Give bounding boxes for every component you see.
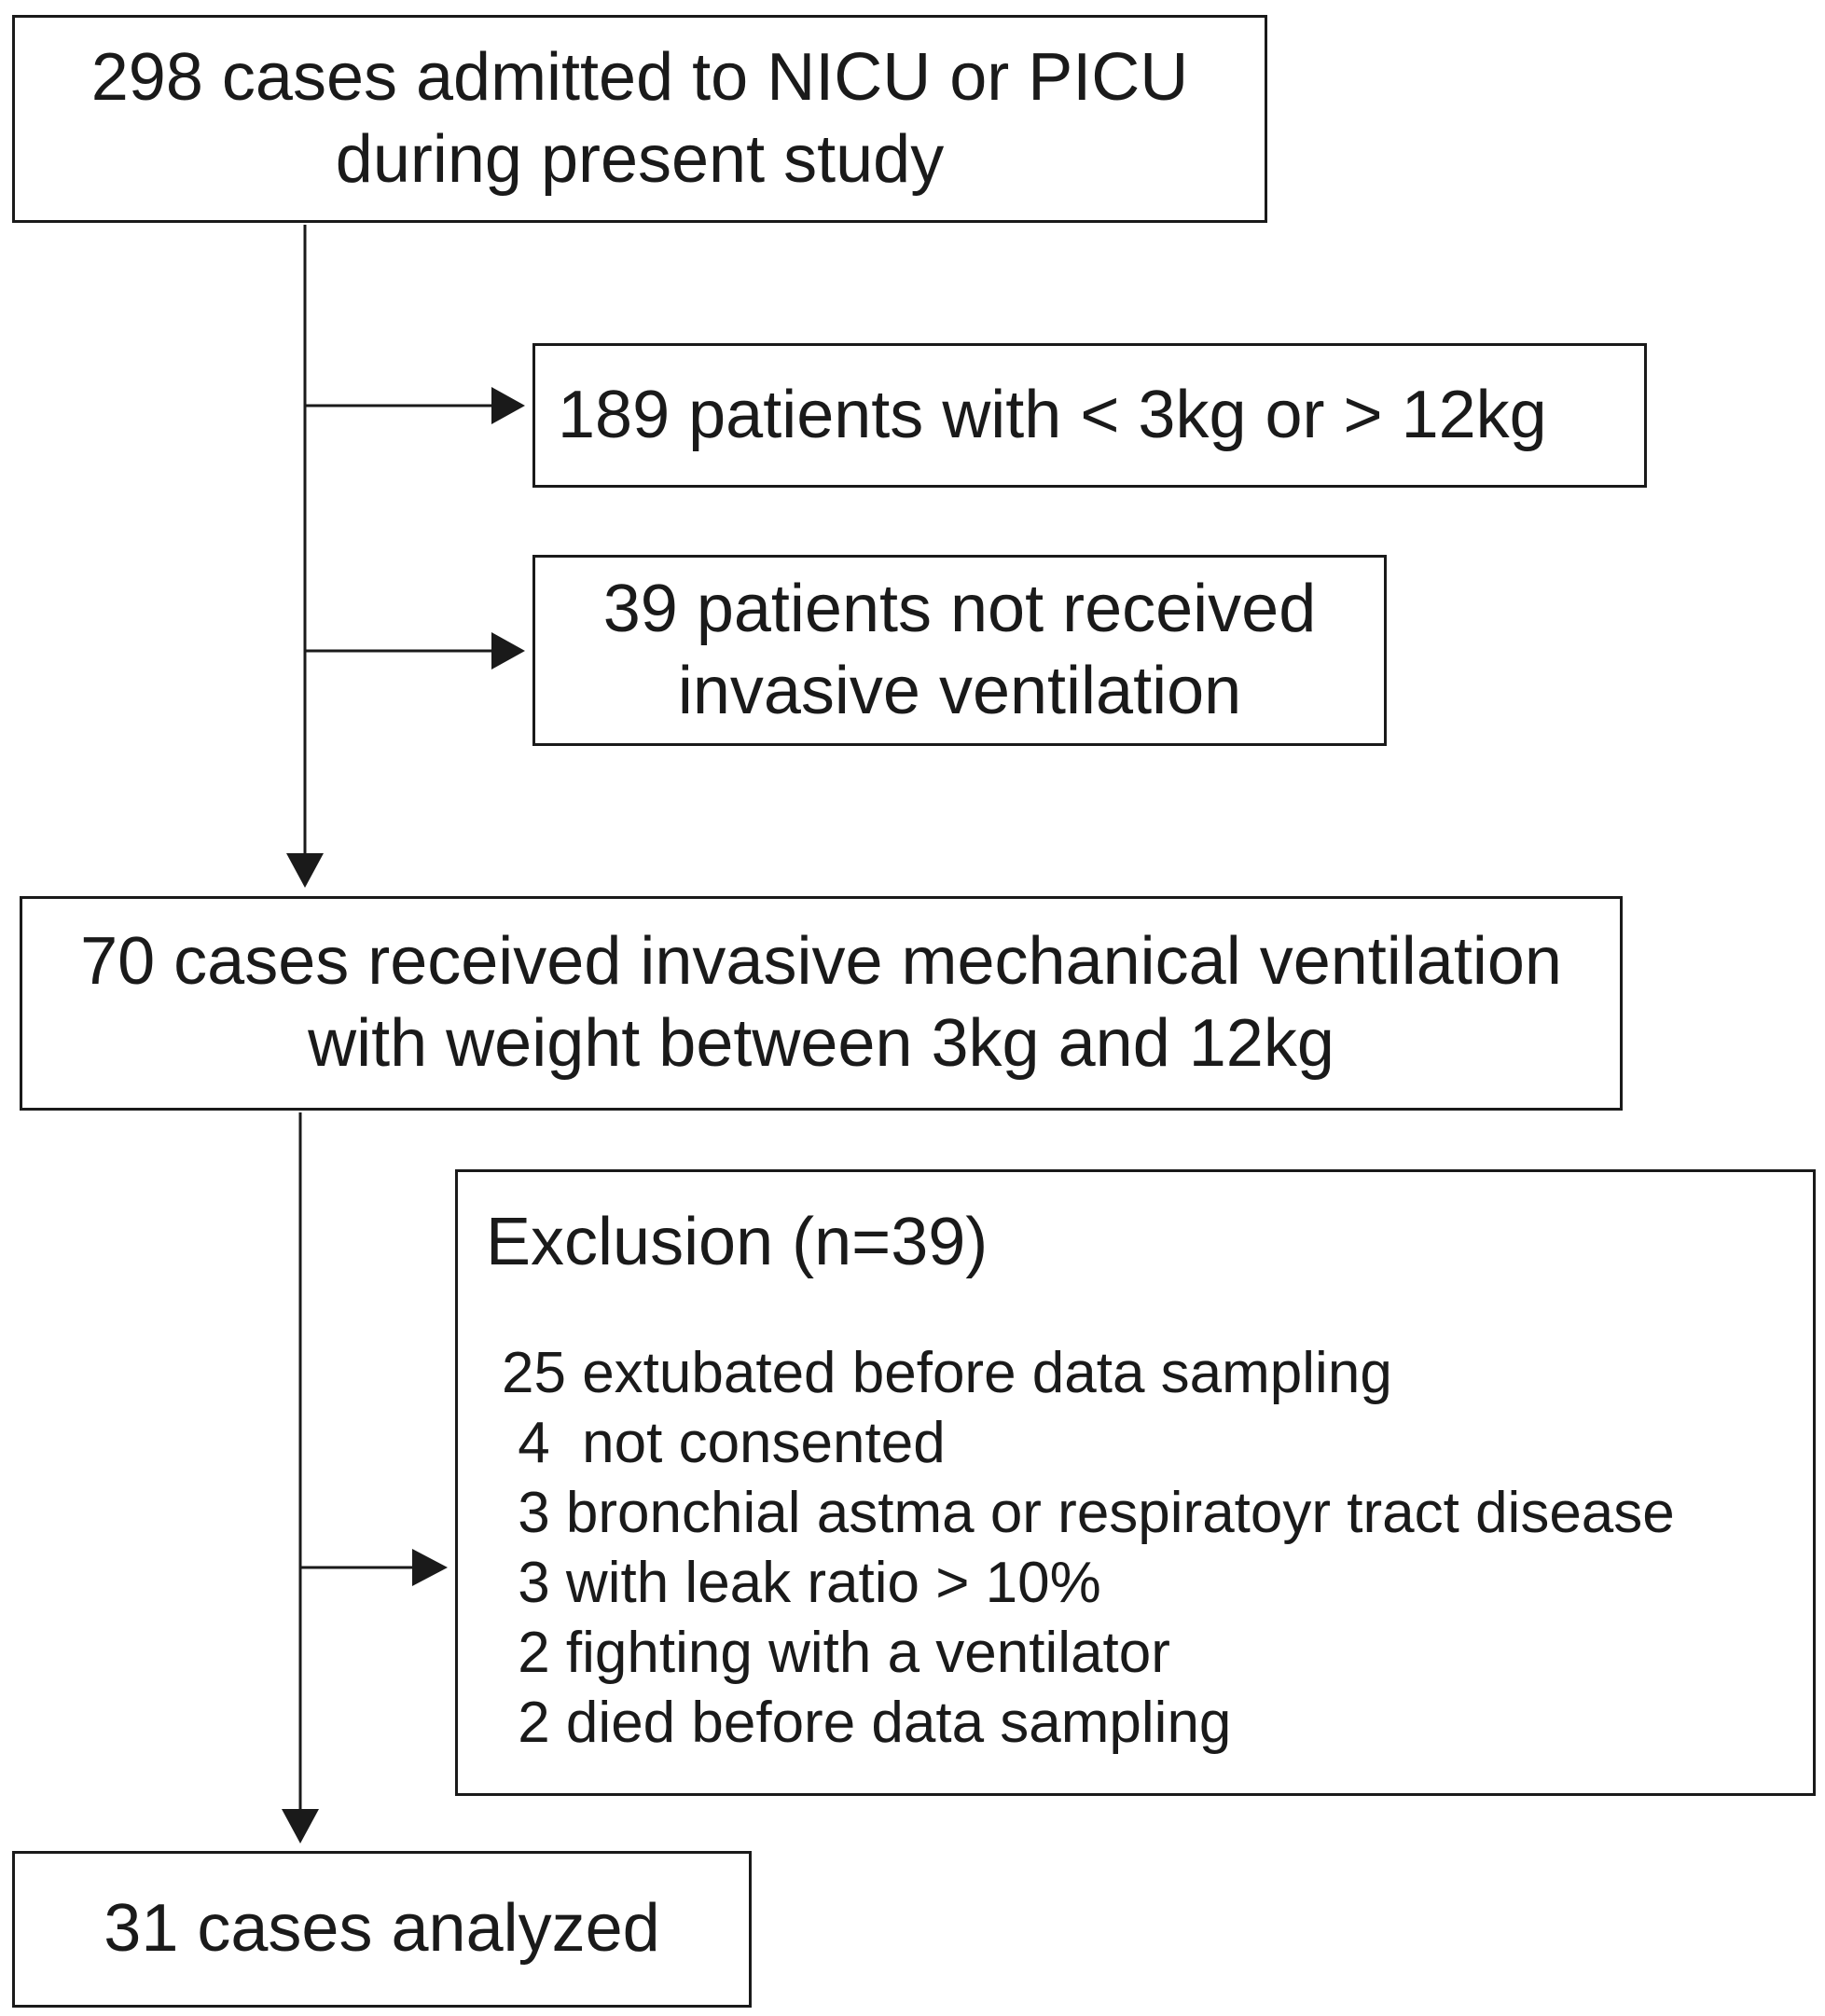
branch-arrowhead-exclusion <box>412 1549 448 1586</box>
branch-arrowhead-weight <box>491 387 525 424</box>
exclusion-list: 25 extubated before data sampling 4 not … <box>502 1338 1675 1758</box>
exclusion-item: 3 bronchial astma or respiratoyr tract d… <box>502 1481 1675 1545</box>
no-ventilation-line1: 39 patients not received <box>602 571 1317 646</box>
exclusion-item: 2 fighting with a ventilator <box>502 1621 1170 1685</box>
trunk-arrowhead-1 <box>286 853 324 888</box>
analyzed-cases-box: 31 cases analyzed <box>12 1851 752 2008</box>
total-cases-line1: 298 cases admitted to NICU or PICU <box>90 39 1189 115</box>
exclusion-title: Exclusion (n=39) <box>486 1205 989 1279</box>
ventilated-cases-line2: with weight between 3kg and 12kg <box>308 1006 1334 1081</box>
weight-excluded-box: 189 patients with < 3kg or > 12kg <box>532 343 1647 488</box>
analyzed-cases-text: 31 cases analyzed <box>104 1891 660 1967</box>
exclusion-item: 4 not consented <box>502 1411 946 1475</box>
trunk-arrowhead-2 <box>282 1809 319 1843</box>
exclusion-item: 3 with leak ratio > 10% <box>502 1551 1101 1615</box>
no-ventilation-line2: invasive ventilation <box>677 653 1242 728</box>
total-cases-line2: during present study <box>335 121 945 197</box>
exclusion-box: Exclusion (n=39) 25 extubated before dat… <box>455 1169 1816 1796</box>
exclusion-item: 2 died before data sampling <box>502 1691 1232 1755</box>
weight-excluded-text: 189 patients with < 3kg or > 12kg <box>558 377 1547 452</box>
ventilated-cases-box: 70 cases received invasive mechanical ve… <box>20 896 1623 1111</box>
no-ventilation-box: 39 patients not received invasive ventil… <box>532 555 1387 746</box>
branch-arrowhead-no-ventilation <box>491 632 525 670</box>
ventilated-cases-line1: 70 cases received invasive mechanical ve… <box>80 924 1562 1000</box>
total-cases-box: 298 cases admitted to NICU or PICU durin… <box>12 15 1267 223</box>
exclusion-item: 25 extubated before data sampling <box>502 1341 1392 1405</box>
